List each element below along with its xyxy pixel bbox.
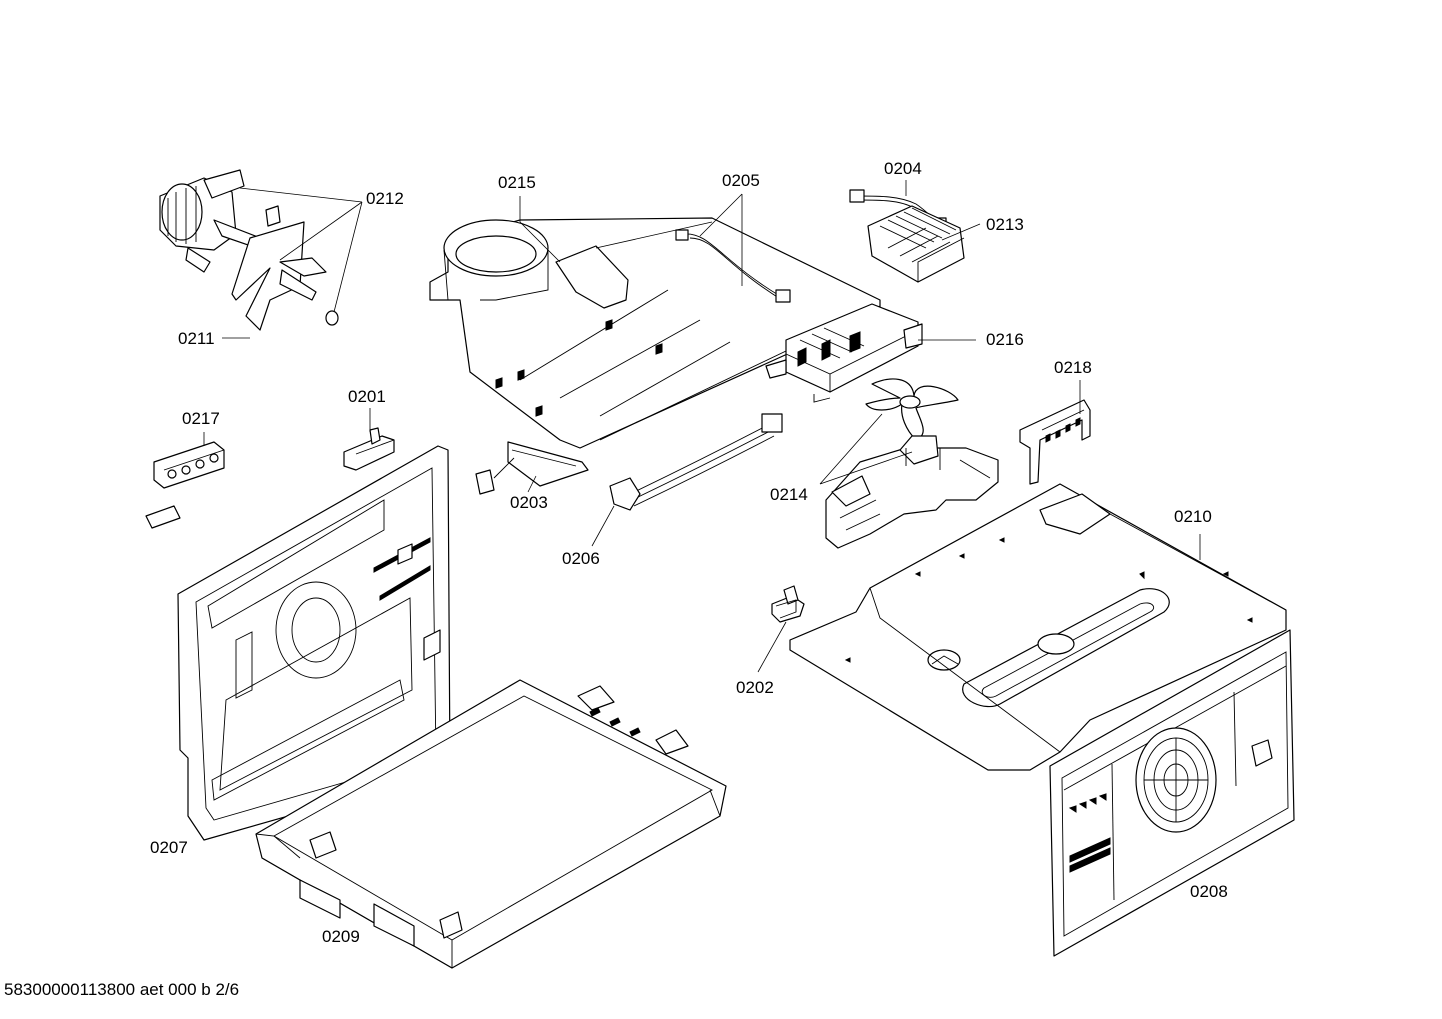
front-panel-part xyxy=(1049,629,1295,957)
label-0210: 0210 xyxy=(1174,507,1212,526)
thermal-switch-part xyxy=(771,585,805,623)
thermostat-part xyxy=(343,427,395,471)
bracket-0218-part xyxy=(1019,399,1091,485)
top-cover-panel-part xyxy=(789,483,1287,771)
fan-motor-assembly-part xyxy=(159,169,339,331)
label-0203: 0203 xyxy=(510,493,548,512)
heat-sink-cover-part xyxy=(867,205,965,283)
label-0214: 0214 xyxy=(770,485,808,504)
label-0206: 0206 xyxy=(562,549,600,568)
bottom-tray-part xyxy=(255,679,727,969)
label-0218: 0218 xyxy=(1054,358,1092,377)
leader-line-0214 xyxy=(819,413,913,485)
leader-line-0206 xyxy=(591,505,615,547)
electronic-module-part xyxy=(765,303,923,403)
leader-line-0215 xyxy=(519,196,713,263)
label-0217: 0217 xyxy=(182,409,220,428)
leader-line-0203 xyxy=(527,475,537,493)
label-0213: 0213 xyxy=(986,215,1024,234)
wiring-harness-0206-part xyxy=(609,413,783,511)
leader-line-0205 xyxy=(699,193,743,286)
leader-lines-0211-0212 xyxy=(222,187,363,339)
air-duct-cover-part xyxy=(429,217,881,449)
label-0202: 0202 xyxy=(736,678,774,697)
wiring-harness-0205-part xyxy=(675,229,791,303)
sensor-0203-part xyxy=(475,441,589,495)
label-0212: 0212 xyxy=(366,189,404,208)
leader-line-0213 xyxy=(941,223,981,241)
label-0215: 0215 xyxy=(498,173,536,192)
cooling-fan-part xyxy=(825,378,999,549)
rear-wall-panel-part xyxy=(177,445,451,841)
label-0216: 0216 xyxy=(986,330,1024,349)
terminal-block-part xyxy=(145,441,225,529)
label-0211: 0211 xyxy=(178,329,215,348)
label-0208: 0208 xyxy=(1190,882,1228,901)
drawing-reference-number: 58300000113800 aet 000 b 2/6 xyxy=(4,980,240,999)
label-0204: 0204 xyxy=(884,159,922,178)
label-0201: 0201 xyxy=(348,387,386,406)
part-labels: 0201 0202 0203 0204 0205 0206 0207 0208 … xyxy=(150,159,1228,946)
leader-line-0202 xyxy=(757,621,787,673)
label-0207: 0207 xyxy=(150,838,188,857)
label-0209: 0209 xyxy=(322,927,360,946)
label-0205: 0205 xyxy=(722,171,760,190)
